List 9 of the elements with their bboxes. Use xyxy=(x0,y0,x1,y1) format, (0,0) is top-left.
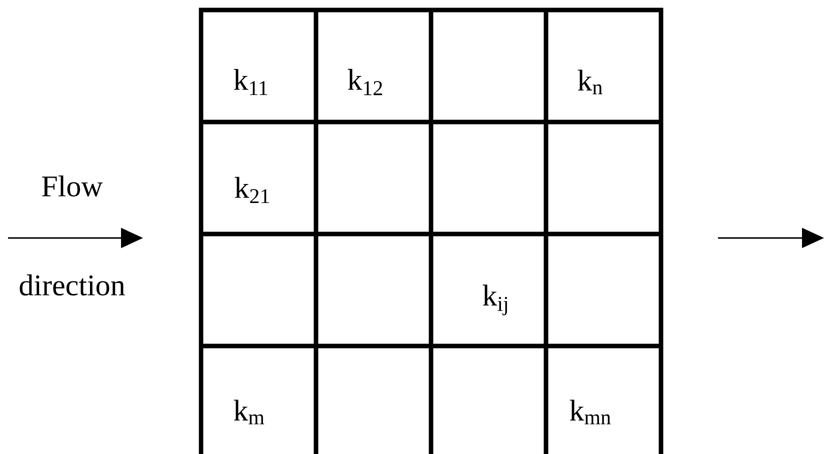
cell-label: k$_{11}$ xyxy=(234,68,268,96)
cell-label: k$_{mn}$ xyxy=(570,400,611,424)
cell-label: k$_{12}$ xyxy=(348,68,382,96)
flow-label: Flow xyxy=(42,175,103,197)
cell-label: k$_{ij}$ xyxy=(482,284,508,316)
cell-label: k$_{21}$ xyxy=(234,176,269,204)
cell-label: k$_{n}$ xyxy=(578,70,602,94)
flow-label: direction xyxy=(20,274,125,296)
cell-label: k$_{m}$ xyxy=(234,400,264,424)
